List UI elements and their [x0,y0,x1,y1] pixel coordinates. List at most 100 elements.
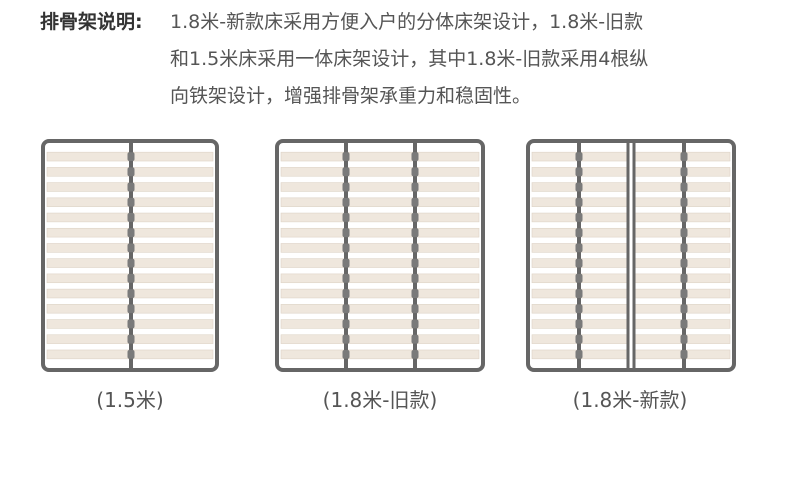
frame-1-8m-old-rail-clip [411,334,419,344]
frame-1-8m-old-rail-clip [342,289,350,298]
frame-1-8m-new-rail-clip [680,349,688,359]
frame-1-8m-new-rail-clip [575,349,583,359]
frame-1-8m-new-rail [577,143,581,368]
frame-1-8m-old-rail-clip [411,228,419,238]
frame-1-8m-old-rail-clip [411,167,419,177]
frame-1-5m-rail-clip [127,304,135,314]
frame-1-8m-new-rail [682,143,686,368]
description-text: 1.8米-新款床采用方便入户的分体床架设计，1.8米-旧款 和1.5米床采用一体… [170,4,648,115]
frame-1-5m-rail-clip [127,228,135,238]
description-line-3: 向铁架设计，增强排骨架承重力和稳固性。 [170,85,532,107]
frame-1-8m-new-split-gap [627,143,635,368]
frame-1-8m-old-slat [280,349,480,360]
frame-1-8m-new-rail-clip [680,182,688,192]
frame-1-8m-new-rail-clip [680,304,688,314]
frame-1-8m-new-rail-clip [575,213,583,222]
frame-1-8m-old-rail-clip [342,167,350,177]
frame-1-8m-old-slat [280,151,480,162]
frame-1-8m-new-rail-clip [680,167,688,177]
frame-1-8m-old-slat [280,304,480,314]
frame-1-8m-old-rail [413,143,417,368]
frame-1-8m-old-slat [280,258,480,268]
frame-1-8m-old-rail-clip [342,213,350,222]
frame-1-8m-old-rail-clip [342,304,350,314]
frame-1-8m-old-slat [280,227,480,238]
frame-1-8m-old-rail-clip [342,243,350,253]
frame-1-8m-new-rail-clip [575,167,583,177]
frame-1-8m-old-rail-clip [411,243,419,253]
frame-1-5m-rail-clip [127,289,135,298]
frame-1-8m-new-rail-clip [680,228,688,238]
description-line-2: 和1.5米床采用一体床架设计，其中1.8米-旧款采用4根纵 [170,48,649,70]
frame-1-8m-old-rail-clip [411,182,419,192]
frame-1-8m-old-rail-clip [411,349,419,359]
frame-caption-1-8m-old: (1.8米-旧款) [322,388,438,412]
frame-caption-1-5m: (1.5米) [96,388,164,412]
frame-1-8m-old-slat [280,319,480,329]
frame-1-8m-old-rail-clip [342,273,350,283]
frame-1-8m-old-rail-clip [411,319,419,329]
frame-1-8m-new-rail-clip [575,319,583,329]
frame-1-8m-old-slat [280,167,480,177]
frame-1-8m-new-rail-clip [680,273,688,283]
frame-1-8m-new-outer-frame [526,139,736,372]
frame-1-8m-old-rail-clip [411,304,419,314]
frame-1-8m-old-rail-clip [411,152,419,162]
frame-1-5m-rail-clip [127,273,135,283]
frame-1-8m-old-slat [280,288,480,299]
frame-1-5m-rail-clip [127,258,135,268]
frame-1-8m-old-rail-clip [342,334,350,344]
frame-1-8m-old-rail-clip [411,289,419,298]
frame-1-8m-new-rail-clip [680,243,688,253]
frame-1-5m-rail-clip [127,152,135,162]
frame-1-8m-old-slat [280,334,480,344]
frame-1-8m-new-rail-clip [575,289,583,298]
frame-1-8m-old-rail-clip [342,349,350,359]
frame-1-8m-new-rail-clip [680,319,688,329]
frame-1-5m-rail-clip [127,213,135,222]
frame-1-8m-old-rail-clip [411,197,419,207]
frame-1-8m-old-slat [280,212,480,223]
frame-1-8m-new-rail-clip [680,289,688,298]
frame-1-5m-rail-clip [127,197,135,207]
frame-1-8m-old-rail-clip [411,273,419,283]
frame-1-5m-rail-clip [127,182,135,192]
frame-1-5m-rail-clip [127,319,135,329]
frame-1-8m-new-rail-clip [575,273,583,283]
frame-1-8m-new-rail-clip [680,213,688,222]
frame-1-8m-new-rail-clip [680,197,688,207]
frame-1-8m-new-rail-clip [680,334,688,344]
description-line-1: 1.8米-新款床采用方便入户的分体床架设计，1.8米-旧款 [170,11,644,33]
frame-1-8m-old-slat [280,197,480,207]
frame-1-8m-old-rail-clip [342,197,350,207]
frame-1-8m-old-outer-frame [275,139,485,372]
frame-1-8m-new-rail-clip [575,228,583,238]
frame-1-8m-old-rail-clip [342,182,350,192]
frame-1-8m-new-rail-clip [680,258,688,268]
frame-1-8m-old-slat [280,243,480,253]
frame-caption-1-8m-new: (1.8米-新款) [572,388,688,412]
frame-1-8m-new-rail-clip [680,152,688,162]
frame-1-5m-rail-clip [127,243,135,253]
frame-1-5m-rail [129,143,133,368]
frame-1-8m-new-rail-clip [575,334,583,344]
frame-1-8m-new-rail-clip [575,258,583,268]
frame-1-8m-old-rail-clip [342,152,350,162]
frame-1-8m-new-rail-clip [575,197,583,207]
frame-1-8m-old-rail-clip [411,258,419,268]
frame-1-8m-new-rail-clip [575,304,583,314]
frame-1-8m-old-slat [280,182,480,192]
frame-1-8m-old-rail-clip [411,213,419,222]
frame-1-5m-rail-clip [127,349,135,359]
frame-1-8m-old-rail-clip [342,228,350,238]
frame-1-8m-new-rail-clip [575,243,583,253]
frame-1-8m-old-rail-clip [342,319,350,329]
frame-1-5m-rail-clip [127,167,135,177]
frame-1-5m-outer-frame [41,139,219,372]
frame-1-8m-old-rail-clip [342,258,350,268]
frame-1-5m-rail-clip [127,334,135,344]
description-label: 排骨架说明: [40,11,143,33]
frame-1-8m-old-slat [280,273,480,284]
frame-1-8m-new-rail-clip [575,152,583,162]
